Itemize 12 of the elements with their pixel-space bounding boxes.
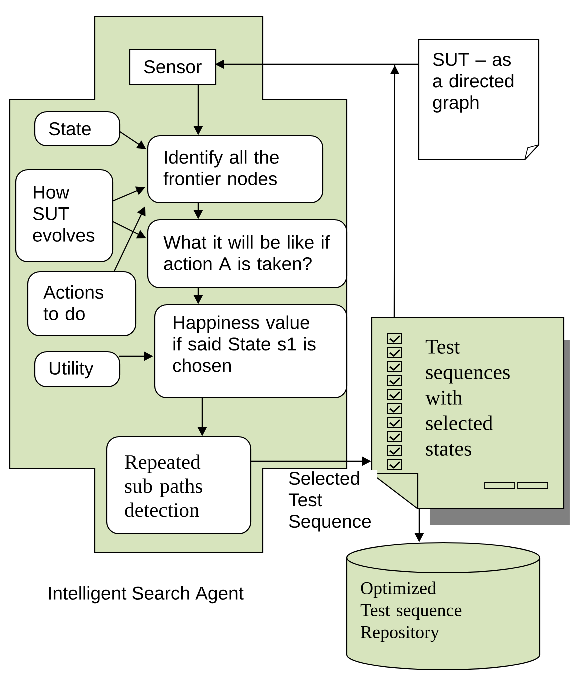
repository-cylinder: Optimized Test sequence Repository: [346, 542, 541, 671]
process-box: Happiness value if said State s1 is chosen: [154, 304, 348, 399]
sensor-box: Sensor: [129, 49, 217, 86]
process-box: Repeated sub paths detection: [106, 436, 252, 535]
edge-label: Selected Test Sequence: [288, 470, 378, 533]
process-box: State: [34, 111, 121, 147]
node-label: Intelligent Search Agent: [49, 586, 244, 604]
process-box: What it will be like if action A is taken?: [147, 219, 348, 289]
process-box: Actions to do: [27, 271, 137, 337]
process-box: Identify all the frontier nodes: [147, 135, 324, 204]
process-box: Utility: [34, 351, 121, 388]
process-box: How SUT evolves: [15, 169, 114, 263]
